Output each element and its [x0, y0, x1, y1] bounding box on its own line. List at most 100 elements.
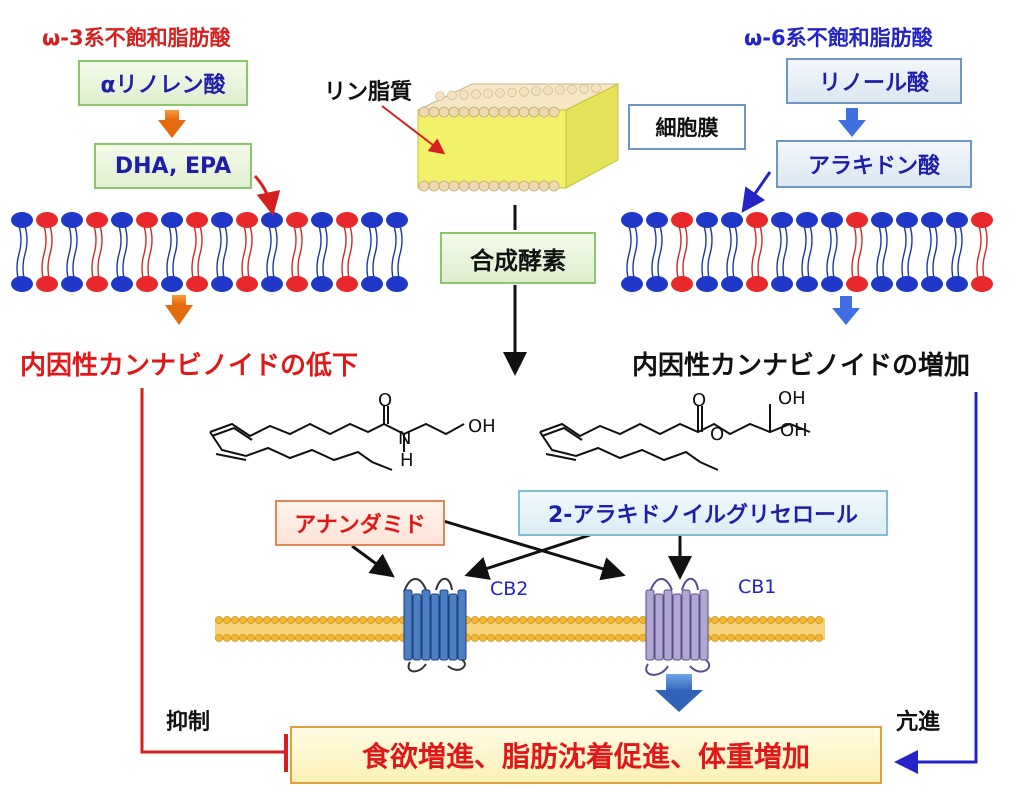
- lipid-head: [846, 276, 868, 292]
- lipid-head: [136, 276, 158, 292]
- cb1-label: CB1: [738, 576, 777, 598]
- synthase-enzyme-box: 合成酵素: [440, 232, 596, 284]
- lipid-head: [61, 276, 83, 292]
- lipid-head: [621, 276, 643, 292]
- receptor-helix: [457, 589, 467, 661]
- lipid-head: [671, 212, 693, 228]
- arrow-phospholipid-pointer: [381, 105, 446, 155]
- receptor-helix: [430, 593, 440, 661]
- blue-arrow-2: [832, 296, 860, 325]
- arrow-anandamide-to-cb1: [439, 518, 626, 581]
- ag-hydroxyl-1: OH: [778, 388, 806, 409]
- lipid-head: [236, 276, 258, 292]
- cb2-receptor: [403, 577, 467, 673]
- lipid-head: [61, 212, 83, 228]
- lipid-head: [386, 276, 408, 292]
- lipid-head: [311, 276, 333, 292]
- lipid-head: [746, 276, 768, 292]
- cb1-output-arrow: [655, 674, 703, 712]
- lipid-head: [386, 212, 408, 228]
- lipid-head: [846, 212, 868, 228]
- receptor-helix: [421, 589, 431, 661]
- lipid-head: [746, 212, 768, 228]
- lipid-head: [971, 212, 993, 228]
- endocannabinoid-decrease: 内因性カンナビノイドの低下: [20, 351, 359, 381]
- ag-box: 2-アラキドノイルグリセロール: [518, 490, 888, 536]
- anandamide-hydroxyl: OH: [468, 416, 496, 437]
- lipid-head: [771, 276, 793, 292]
- lipid-head: [86, 276, 108, 292]
- dha-epa-box: DHA, EPA: [94, 143, 252, 189]
- lipid-head: [796, 212, 818, 228]
- receptor-helix: [672, 593, 682, 661]
- anandamide-nitrogen: N: [398, 428, 412, 449]
- lipid-head: [161, 212, 183, 228]
- ag-hydroxyl-2: OH: [780, 420, 808, 441]
- lipid-head: [236, 212, 258, 228]
- lipid-head: [361, 212, 383, 228]
- lipid-head: [11, 212, 33, 228]
- phospholipid-block: [417, 83, 619, 192]
- lipid-head: [796, 276, 818, 292]
- receptor-helix: [448, 593, 458, 661]
- lipid-head: [671, 276, 693, 292]
- inhibition-label: 抑制: [166, 710, 211, 735]
- anandamide-hydrogen: H: [400, 450, 414, 471]
- lipid-head: [721, 212, 743, 228]
- blue-arrow-1: [838, 108, 866, 137]
- linoleic-box: リノール酸: [786, 58, 962, 104]
- endocannabinoid-increase: 内因性カンナビノイドの増加: [632, 351, 971, 381]
- lipid-head: [721, 276, 743, 292]
- receptor-helix: [645, 589, 655, 661]
- lipid-head: [896, 212, 918, 228]
- lipid-head: [896, 276, 918, 292]
- receptor-helix: [412, 593, 422, 661]
- cell-membrane-lower: [215, 616, 825, 642]
- cb1-receptor: [645, 577, 711, 676]
- lipid-head: [871, 212, 893, 228]
- lipid-head: [186, 276, 208, 292]
- lipid-head: [336, 212, 358, 228]
- lipid-head: [361, 276, 383, 292]
- receptor-helix: [654, 593, 664, 661]
- anandamide-oxygen: O: [378, 390, 393, 411]
- lipid-head: [36, 212, 58, 228]
- lipid-bilayer-left: [11, 212, 408, 292]
- lipid-head: [136, 212, 158, 228]
- phospholipid-label: リン脂質: [324, 80, 413, 105]
- orange-arrow-2: [165, 295, 193, 325]
- lipid-head: [211, 276, 233, 292]
- arrow-dha-to-membrane: [253, 174, 281, 216]
- lipid-head: [111, 276, 133, 292]
- lipid-head: [86, 212, 108, 228]
- lipid-head: [11, 276, 33, 292]
- lipid-head: [161, 276, 183, 292]
- alpha-linolenic-box: αリノレン酸: [78, 60, 248, 106]
- lipid-head: [36, 276, 58, 292]
- cell-membrane-label: 細胞膜: [628, 104, 746, 150]
- lipid-head: [646, 276, 668, 292]
- lipid-head: [261, 212, 283, 228]
- lipid-head: [186, 212, 208, 228]
- lipid-head: [111, 212, 133, 228]
- omega6-title: ω-6系不飽和脂肪酸: [744, 26, 933, 50]
- outcome-box: 食欲増進、脂肪沈着促進、体重増加: [290, 726, 882, 784]
- lipid-head: [621, 212, 643, 228]
- lipid-head: [871, 276, 893, 292]
- promotion-label: 亢進: [896, 710, 941, 735]
- receptor-helix: [403, 589, 413, 661]
- lipid-head: [336, 276, 358, 292]
- lipid-head: [771, 212, 793, 228]
- lipid-head: [921, 212, 943, 228]
- arrow-ag-to-cb2: [464, 533, 591, 580]
- receptor-helix: [681, 589, 691, 661]
- lipid-head: [696, 212, 718, 228]
- ag-structure: [539, 404, 811, 471]
- lipid-head: [646, 212, 668, 228]
- arachidonic-box: アラキドン酸: [776, 140, 972, 188]
- orange-arrow-1: [158, 110, 186, 138]
- ag-carbonyl-oxygen: O: [692, 390, 707, 411]
- lipid-head: [821, 212, 843, 228]
- cb2-label: CB2: [490, 578, 529, 600]
